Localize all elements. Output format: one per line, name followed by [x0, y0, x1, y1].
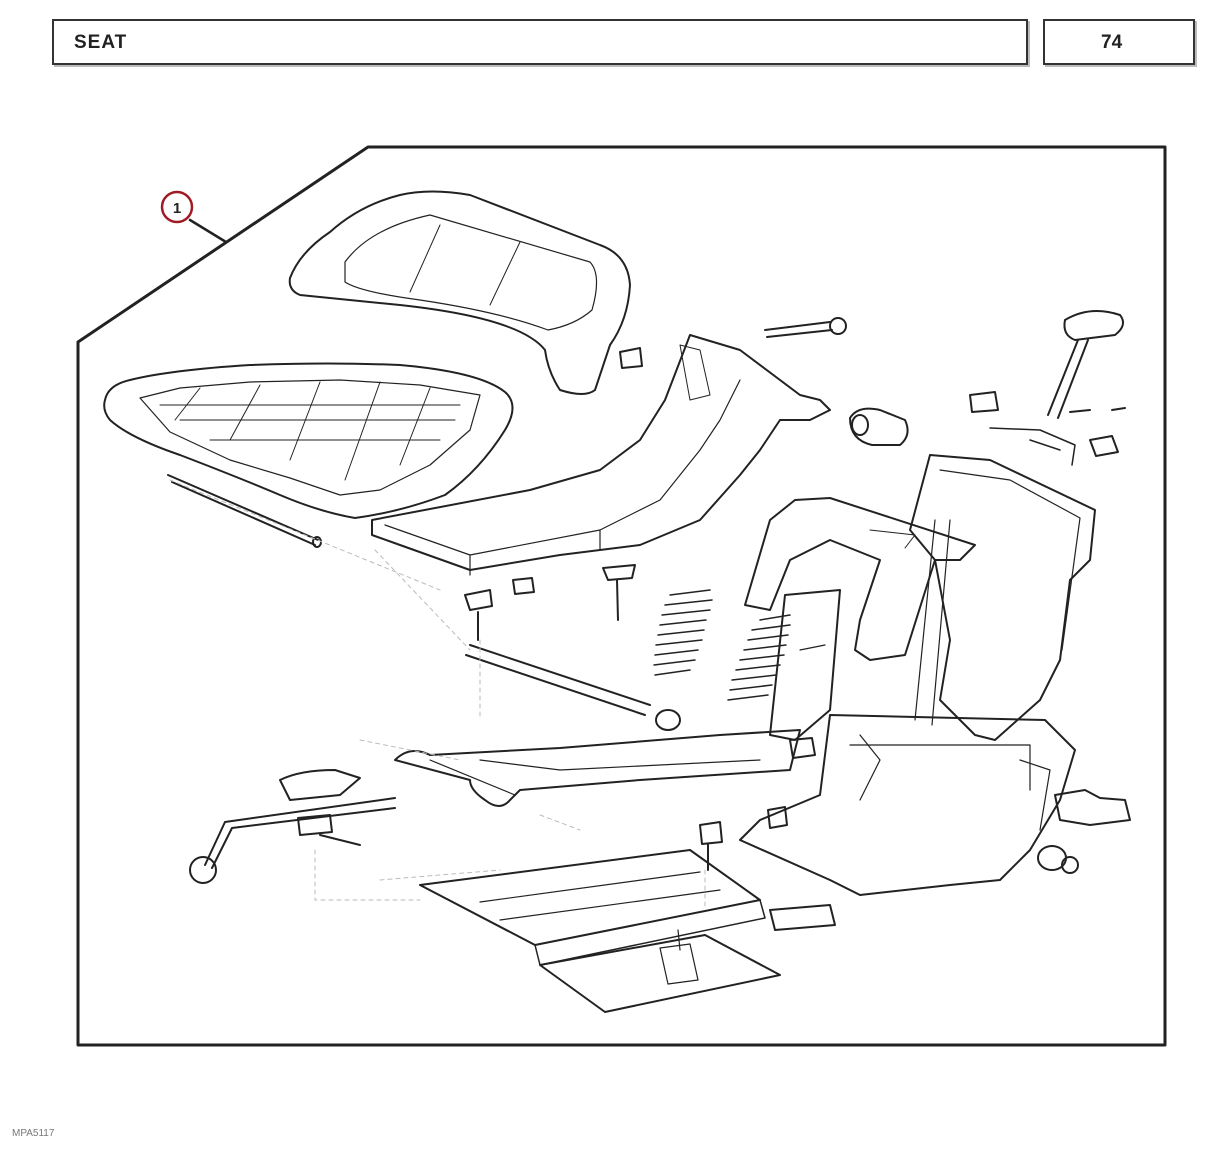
u-bracket: [744, 497, 976, 661]
adjuster-knob: [969, 310, 1126, 466]
base-plate: [539, 904, 836, 1013]
top-bolt: [619, 317, 847, 369]
page-number-box: 74: [1043, 19, 1195, 65]
fasteners: [297, 564, 1131, 874]
long-rod: [465, 644, 681, 731]
callout-1: 1: [160, 190, 194, 224]
callout-circle: [160, 190, 194, 224]
spring-right: [727, 614, 791, 701]
seat-cushion: [103, 362, 514, 519]
mounting-plate: [419, 849, 766, 966]
release-lever: [189, 769, 396, 884]
lower-arm: [394, 729, 801, 807]
page-title: SEAT: [74, 32, 128, 53]
seat-frame: [371, 334, 831, 576]
spring-left: [653, 589, 713, 676]
exploded-guide-lines: [169, 479, 706, 911]
document-reference: MPA5117: [12, 1128, 55, 1139]
backrest-cushion: [288, 190, 631, 395]
page-number: 74: [1101, 32, 1123, 53]
title-box: SEAT: [52, 19, 1028, 65]
damper: [769, 589, 841, 741]
callout-leader: [188, 218, 228, 244]
callout-label: 1: [173, 200, 181, 217]
base-frame: [739, 714, 1076, 896]
suspension-upright: [909, 454, 1096, 741]
diagram-frame: [76, 145, 1167, 1047]
spacer-cylinder: [849, 407, 909, 446]
seat-rod: [167, 474, 322, 548]
